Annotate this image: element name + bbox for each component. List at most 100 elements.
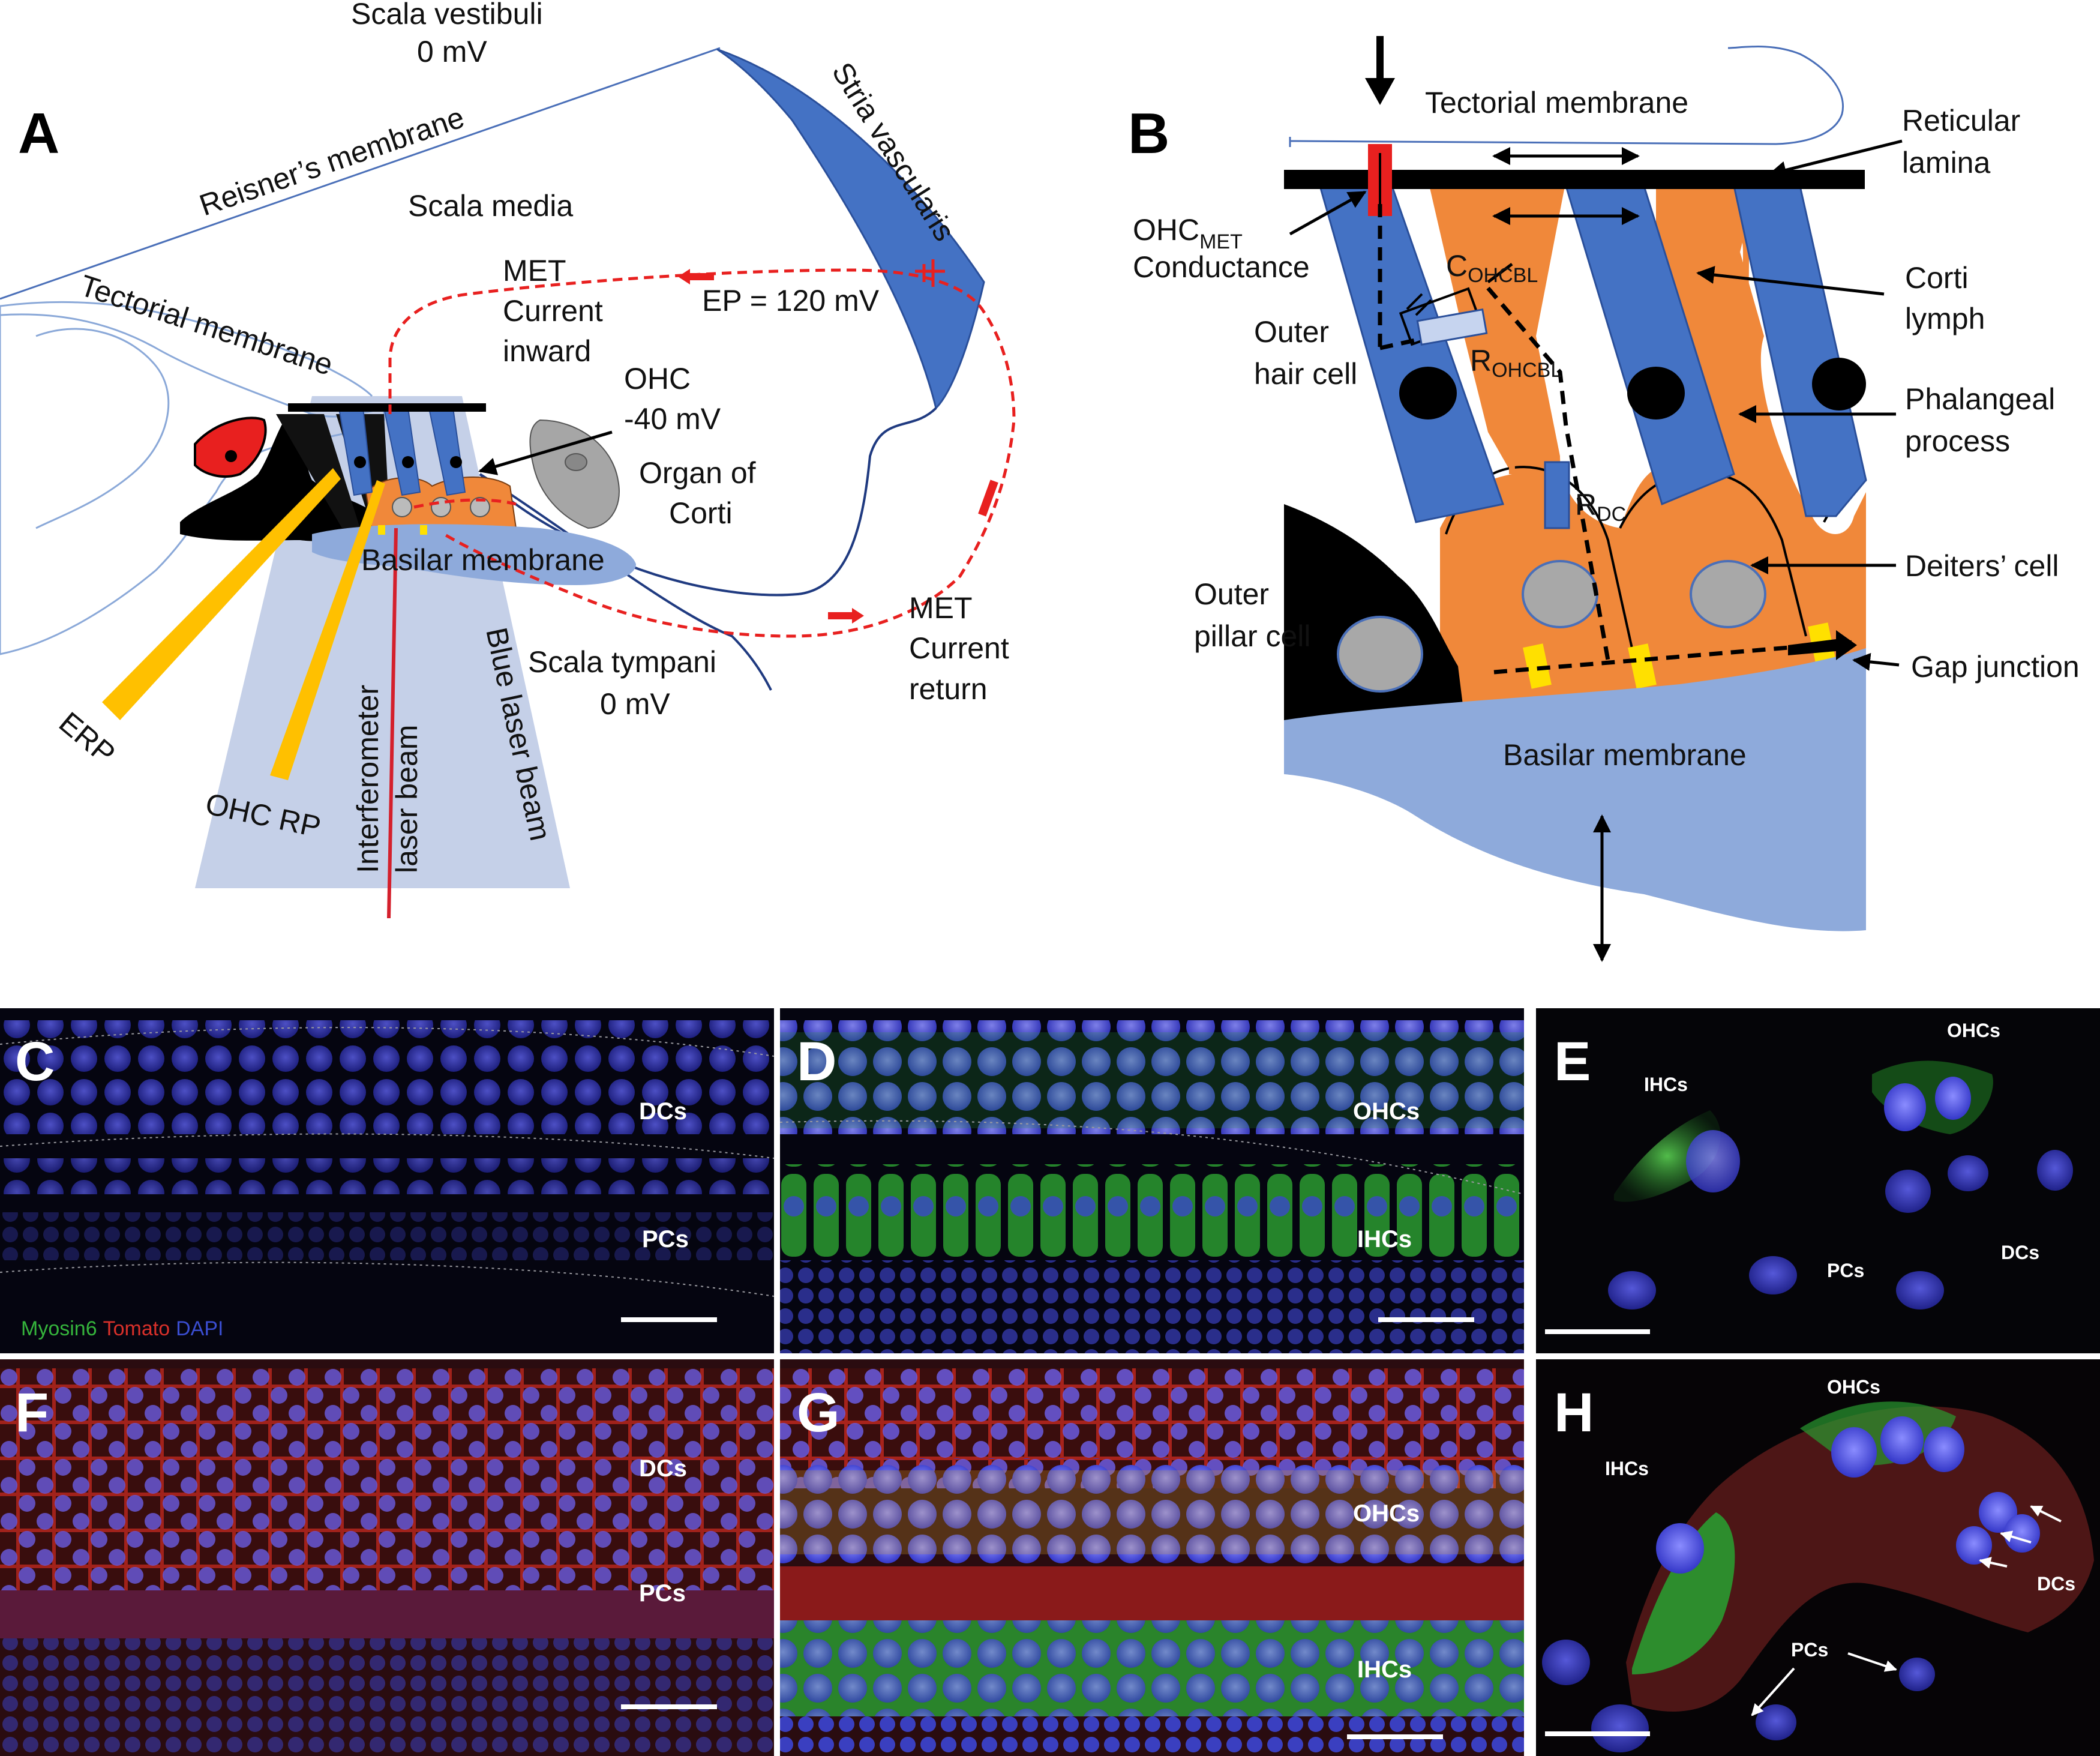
r-sub: OHCBL	[1492, 359, 1562, 382]
met-current-path	[388, 268, 1016, 638]
h-arrows	[1751, 1505, 2062, 1716]
ohc-nucleus-2	[1627, 367, 1685, 419]
scala-tympani-label: Scala tympani	[528, 645, 716, 679]
rdc-label: RDC	[1575, 488, 1626, 526]
e-label-ohcs: OHCs	[1947, 1020, 2000, 1041]
outer-pillar-label-1: Outer	[1194, 577, 1269, 611]
panel-letter-f: F	[15, 1382, 49, 1443]
phalangeal-label-2: process	[1905, 424, 2010, 458]
c-legend: Myosin6 Tomato DAPI	[21, 1317, 223, 1340]
tectorial-membrane-b	[1289, 46, 1844, 145]
scala-vestibuli-potential: 0 mV	[417, 35, 487, 68]
interferometer-laser	[387, 528, 398, 919]
corti-lymph-label-2: lymph	[1905, 302, 1985, 335]
panel-letter-b: B	[1128, 101, 1169, 166]
legend-tomato: Tomato	[103, 1317, 170, 1340]
panel-letter-g: G	[797, 1382, 840, 1443]
pillar-nucleus	[1337, 616, 1423, 693]
phalangeal-process-1	[1485, 251, 1515, 475]
met-return-2: Current	[909, 631, 1009, 665]
phalangeal-label-1: Phalangeal	[1905, 382, 2055, 416]
ohc-met-label: OHCMET	[1133, 213, 1243, 253]
c-sub: OHCBL	[1468, 264, 1538, 287]
rdc-main: R	[1575, 488, 1597, 522]
red-inner-hair-cell	[194, 416, 267, 478]
panel-g: G OHCs IHCs	[780, 1359, 1524, 1756]
resistor-dc	[1544, 461, 1570, 529]
r-ohcbl-label: ROHCBL	[1470, 344, 1562, 382]
organ-label-1: Organ of	[639, 456, 756, 490]
conductance-label: Conductance	[1133, 250, 1310, 284]
limbus-inner	[35, 328, 170, 529]
met-arrow-2	[828, 612, 858, 619]
e-label-pcs: PCs	[1827, 1260, 1864, 1281]
d-label-ohcs: OHCs	[1353, 1098, 1420, 1125]
c-main: C	[1446, 249, 1468, 283]
gap-junction-label: Gap junction	[1911, 650, 2080, 684]
tectorial-label-a: Tectorial membrane	[76, 268, 337, 382]
stria-vascularis	[716, 48, 985, 410]
met-return-3: return	[909, 672, 988, 706]
panel-h: H IHCs OHCs DCs PCs	[1536, 1359, 2100, 1756]
outer-pillar-label-2: pillar cell	[1194, 619, 1311, 653]
scala-media-label: Scala media	[408, 189, 573, 223]
outer-hair-cell-label-2: hair cell	[1254, 357, 1357, 391]
e-label-ihcs: IHCs	[1644, 1074, 1688, 1095]
tectorial-membrane-outline-a	[0, 301, 373, 397]
legend-dapi: DAPI	[176, 1317, 223, 1340]
panel-letter-e: E	[1554, 1031, 1591, 1092]
gap-junction-2	[1628, 643, 1657, 689]
h-label-ohcs: OHCs	[1827, 1376, 1880, 1398]
reticular-lamina-a	[288, 403, 486, 412]
f-label-dcs: DCs	[639, 1455, 687, 1482]
gap-junction-1	[1523, 643, 1552, 689]
g-label-ohcs: OHCs	[1353, 1500, 1420, 1527]
interferometer-label-1: Interferometer	[351, 685, 385, 873]
scala-vestibuli-label: Scala vestibuli	[351, 0, 543, 31]
f-label-pcs: PCs	[639, 1580, 686, 1607]
h-label-pcs: PCs	[1791, 1639, 1828, 1661]
scale-bar-g	[1347, 1734, 1443, 1739]
d-label-ihcs: IHCs	[1357, 1226, 1412, 1252]
rdc-sub: DC	[1597, 503, 1626, 526]
corti-lymph-label-1: Corti	[1905, 261, 1969, 295]
ep-label: EP = 120 mV	[702, 284, 880, 317]
panel-a: A Scala vestibuli 0 mV Reisner’s membran…	[0, 0, 1016, 919]
ohc-nucleus-1	[1399, 367, 1457, 419]
reticular-label-1: Reticular	[1902, 104, 2020, 137]
reticular-label-2: lamina	[1902, 146, 1990, 179]
panel-d: D OHCs IHCs	[779, 1008, 1525, 1353]
h-label-dcs: DCs	[2037, 1573, 2075, 1595]
label-pointers-b	[1289, 139, 1903, 671]
scale-bar-c	[621, 1317, 717, 1322]
e-label-dcs: DCs	[2001, 1242, 2039, 1263]
erp-label: ERP	[53, 706, 122, 771]
basilar-label-a: Basilar membrane	[361, 543, 605, 577]
nucleus-dot	[225, 450, 237, 462]
legend-myosin: Myosin6	[21, 1317, 97, 1340]
deiters-label: Deiters’ cell	[1905, 549, 2059, 583]
scale-bar-e	[1545, 1329, 1650, 1334]
met-inward-2: Current	[503, 294, 603, 328]
scala-tympani-wall	[479, 473, 772, 691]
panel-letter-a: A	[18, 101, 59, 166]
tectorial-label-b: Tectorial membrane	[1425, 86, 1688, 119]
ohc-label-a: OHC	[624, 362, 691, 395]
c-ohcbl-label: COHCBL	[1446, 249, 1538, 287]
cochlear-wall	[479, 407, 937, 597]
scale-bar-d	[1378, 1317, 1474, 1322]
met-inward-3: inward	[503, 334, 591, 368]
panel-letter-h: H	[1554, 1382, 1594, 1443]
basilar-membrane-b	[1284, 648, 1866, 931]
panel-b: B Tectorial membrane Reticular lamina OH…	[1128, 36, 2080, 962]
hensen-cells	[529, 419, 620, 529]
h-label-ihcs: IHCs	[1605, 1458, 1649, 1479]
panel-letter-c: C	[15, 1031, 55, 1092]
deiters-nucleus-2	[1690, 560, 1766, 628]
ohc-nucleus-3	[1812, 358, 1866, 410]
organ-label-2: Corti	[669, 496, 733, 530]
met-arrow-3	[978, 480, 998, 517]
met-inward-1: MET	[503, 254, 566, 287]
panel-letter-d: D	[797, 1031, 836, 1092]
met-return-1: MET	[909, 591, 973, 625]
